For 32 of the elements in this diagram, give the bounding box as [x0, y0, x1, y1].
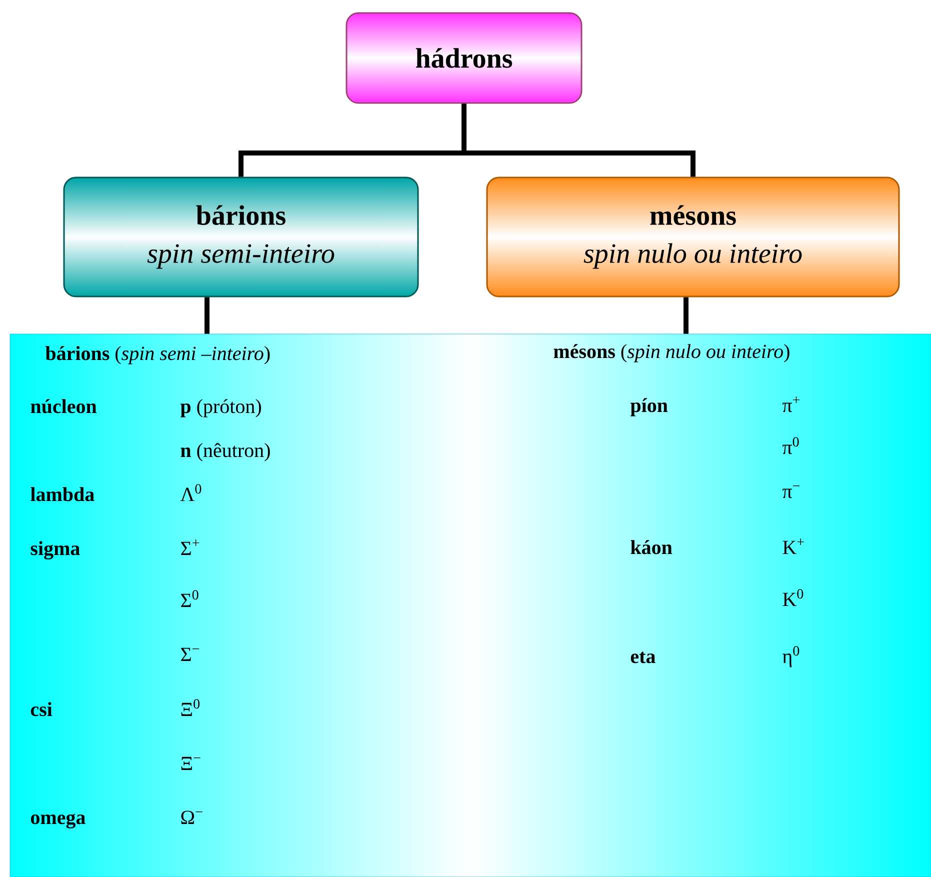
- particle-symbol: η$^{0}$: [782, 646, 800, 668]
- particle-symbol: π$^{0}$: [782, 437, 799, 454]
- particle-symbol: K$^{+}$: [782, 538, 804, 554]
- section-heading: mésons (spin nulo ou inteiro): [554, 344, 790, 362]
- particle-name: eta: [630, 652, 656, 664]
- hadron-box: hádrons: [346, 12, 582, 104]
- particle-symbol: π$^{−}$: [782, 485, 800, 498]
- particle-symbol: p (próton): [180, 399, 261, 418]
- table-panel: [10, 334, 931, 877]
- particle-name: núcleon: [30, 399, 97, 414]
- particle-symbol: K$^{0}$: [782, 589, 804, 606]
- particle-symbol: Ξ$^{−}$: [181, 756, 200, 770]
- particle-name: píon: [630, 398, 668, 416]
- particle-symbol: n (nêutron): [180, 443, 270, 462]
- particle-name: sigma: [30, 541, 80, 560]
- connector-line: [684, 297, 688, 334]
- particle-name: csi: [30, 702, 52, 716]
- section-heading: bárions (spin semi –inteiro): [45, 346, 270, 364]
- category-box: mésons spin nulo ou inteiro: [486, 176, 900, 298]
- particle-symbol: Σ$^{+}$: [181, 540, 200, 555]
- connector-line: [204, 297, 210, 334]
- particle-symbol: Λ$^{0}$: [180, 484, 202, 501]
- particle-symbol: Σ$^{−}$: [181, 648, 200, 661]
- particle-name: omega: [30, 814, 86, 828]
- connector-line: [462, 104, 696, 177]
- particle-symbol: Ω$^{−}$: [181, 810, 202, 824]
- category-box: bárions spin semi-inteiro: [63, 176, 419, 298]
- particle-symbol: π$^{+}$: [782, 396, 800, 412]
- particle-symbol: Σ$^{0}$: [181, 590, 198, 607]
- particle-symbol: Ξ$^{0}$: [181, 699, 200, 716]
- particle-name: lambda: [30, 487, 94, 502]
- particle-name: káon: [630, 540, 672, 554]
